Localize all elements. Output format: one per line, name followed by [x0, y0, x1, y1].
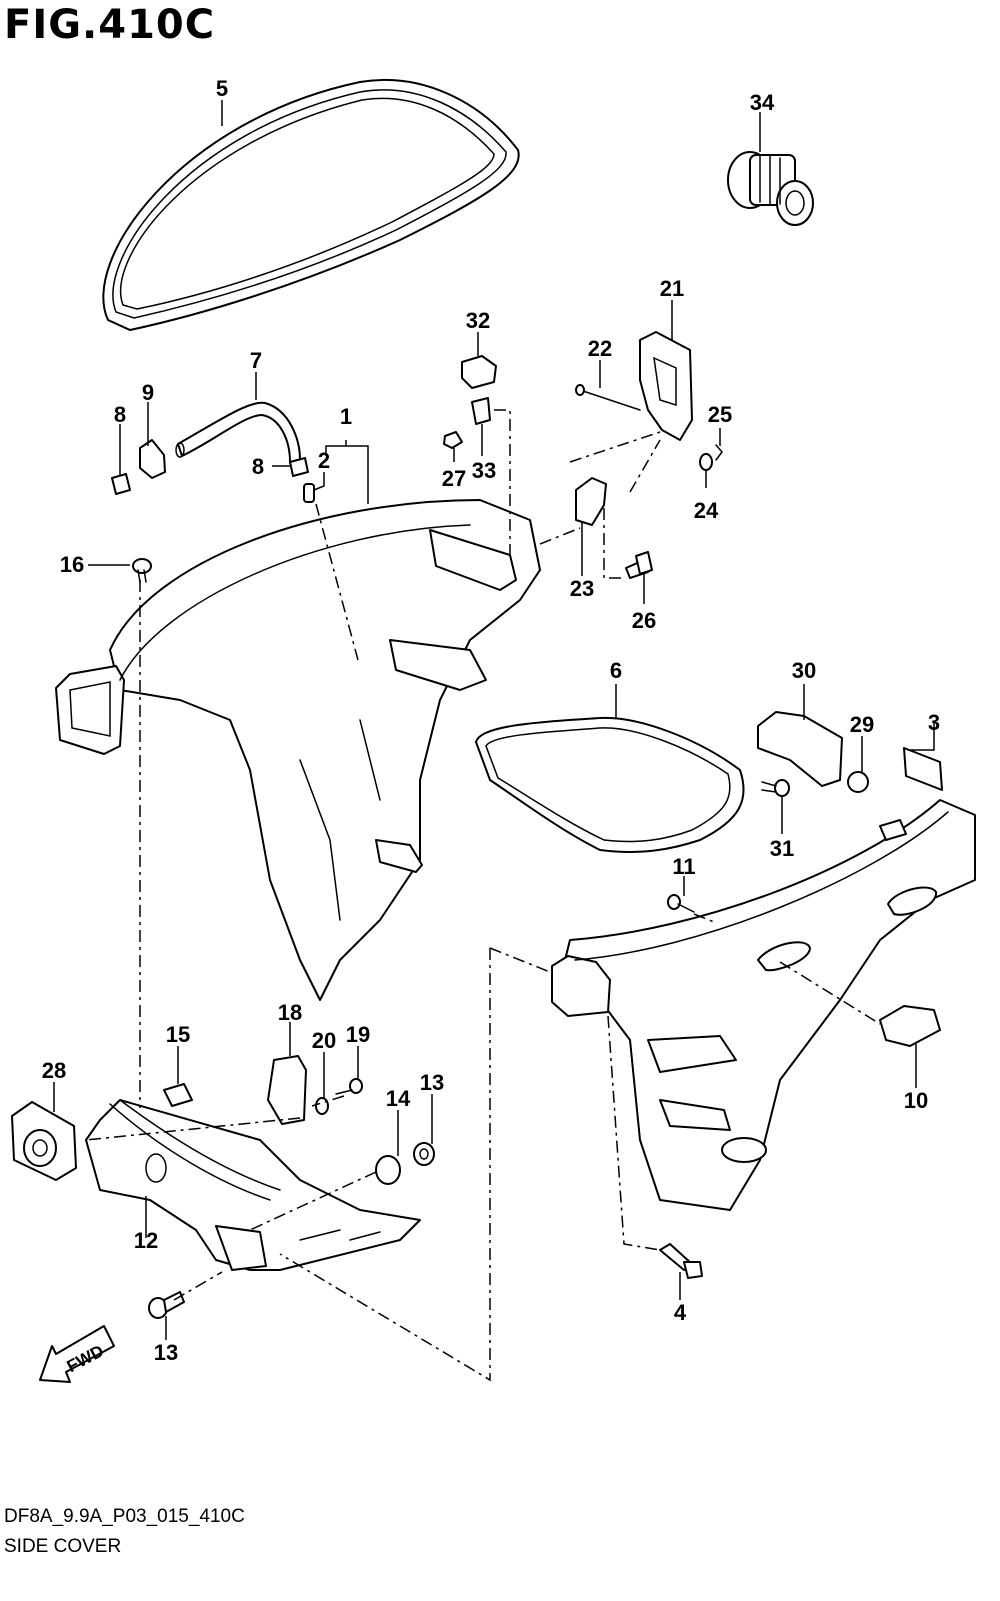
callout-11: 11 [672, 854, 695, 879]
callout-30: 30 [792, 658, 816, 683]
figure-code: DF8A_9.9A_P03_015_410C [4, 1506, 245, 1527]
part-23-hook [575, 477, 607, 526]
callout-9: 9 [142, 380, 154, 405]
part-26-bolt [625, 551, 653, 579]
part-25-clip [715, 444, 723, 461]
part-31-screw [761, 779, 790, 797]
callout-3: 3 [928, 710, 940, 735]
callout-24: 24 [694, 498, 719, 523]
part-20-washer [315, 1097, 329, 1115]
part-24-washer [699, 453, 713, 471]
part-13-bolt [148, 1291, 185, 1319]
fwd-arrow-icon: FWD [39, 1325, 115, 1383]
part-16-clip [163, 1083, 193, 1107]
callout-labels: 5 34 7 9 8 8 2 1 16 32 27 33 21 22 25 24… [42, 76, 940, 1365]
callout-17: 16 [60, 552, 84, 577]
callout-26: 26 [632, 608, 656, 633]
callout-23: 23 [570, 576, 594, 601]
leader-lines [53, 100, 935, 1340]
part-29-cap [847, 771, 869, 793]
part-28-mount [11, 1101, 77, 1181]
dashed-assembly-lines [85, 409, 881, 1382]
part-12-lower-bracket [85, 1099, 421, 1271]
callout-5: 5 [216, 76, 228, 101]
callout-29: 29 [850, 712, 874, 737]
part-18-plate [267, 1055, 307, 1125]
part-17-screw [132, 558, 152, 583]
callout-14: 13 [420, 1070, 444, 1095]
callout-2: 2 [318, 448, 330, 473]
part-27-nut [443, 431, 463, 449]
part-15-bushing [375, 1155, 401, 1185]
callout-33: 33 [472, 458, 496, 483]
part-30-bracket [757, 711, 843, 787]
callout-15: 14 [386, 1086, 411, 1111]
callout-31: 31 [770, 836, 794, 861]
part-5-seal-ring [102, 78, 520, 331]
callout-19: 19 [346, 1022, 370, 1047]
callout-13: 13 [154, 1340, 178, 1365]
callout-8a: 8 [114, 402, 126, 427]
callout-18: 18 [278, 1000, 302, 1025]
figure-title: FIG.410C [4, 2, 216, 48]
callout-16: 15 [166, 1022, 190, 1047]
callout-27: 27 [442, 466, 466, 491]
part-8-clip-right [289, 457, 309, 477]
callout-12: 12 [134, 1228, 158, 1253]
callout-34: 34 [750, 90, 775, 115]
callout-32: 32 [466, 308, 490, 333]
callout-10: 10 [904, 1088, 928, 1113]
part-14-collar [413, 1142, 435, 1166]
part-4-bolt [659, 1243, 703, 1279]
part-22-pin [575, 384, 641, 411]
callout-7: 7 [250, 348, 262, 373]
part-19-screw [335, 1078, 363, 1095]
part-3-side-cover-right [551, 747, 976, 1211]
part-9-clamp [139, 439, 166, 479]
part-8-clip-left [111, 473, 131, 495]
callout-6: 6 [610, 658, 622, 683]
part-1-side-cover-left [55, 499, 541, 1001]
part-6-gasket [475, 716, 745, 853]
callout-21: 21 [660, 276, 684, 301]
part-32-block [461, 355, 497, 389]
figure-name: SIDE COVER [4, 1536, 122, 1557]
callout-20: 20 [312, 1028, 336, 1053]
part-21-latch [639, 331, 693, 441]
part-7-hose [175, 401, 301, 463]
part-34-grommet [727, 151, 814, 226]
part-10-cap [879, 1005, 941, 1047]
callout-8b: 8 [252, 454, 264, 479]
callout-22: 22 [588, 336, 612, 361]
callout-1: 1 [340, 404, 352, 429]
part-33-bracket [471, 397, 491, 425]
callout-4: 4 [674, 1300, 687, 1325]
part-2-nipple [303, 483, 315, 503]
callout-25: 25 [708, 402, 732, 427]
callout-28: 28 [42, 1058, 66, 1083]
part-11-screw [667, 894, 695, 913]
